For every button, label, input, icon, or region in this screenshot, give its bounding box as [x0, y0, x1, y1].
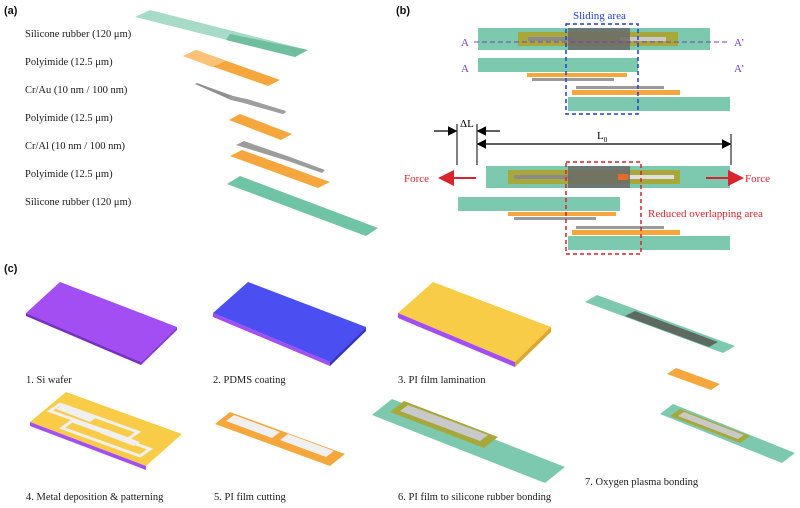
- reduced-overlap-box: [565, 161, 642, 255]
- step-5-pi-cut: [215, 412, 345, 466]
- step-7-upper: [585, 295, 735, 390]
- top-metal-strip-2: [576, 86, 664, 89]
- top-silicone-lower: [478, 58, 638, 72]
- layer-cr-al: [236, 141, 325, 173]
- top-overlap-zone: [568, 28, 630, 50]
- metal-pi-edge: [30, 422, 146, 470]
- metal-pattern-1: [46, 402, 142, 441]
- s7-electrode-bottom: [678, 412, 744, 439]
- str-metal-strip: [514, 217, 596, 220]
- delta-l-label: ΔL: [460, 118, 474, 130]
- layer-polyimide-1-highlight: [183, 50, 226, 67]
- layer-label-4: Polyimide (12.5 μm): [25, 113, 113, 124]
- top-pi-strip-2: [572, 90, 680, 95]
- sensor-stretched-state: [458, 166, 730, 250]
- section-label-a-1: A: [461, 37, 469, 49]
- layer-labels: Silicone rubber (120 μm) Polyimide (12.5…: [25, 29, 132, 208]
- section-label-a-prime-1: A’: [734, 37, 744, 49]
- sliding-area-box: [565, 23, 639, 115]
- si-wafer-top: [26, 282, 177, 362]
- step-7-lower: [660, 404, 795, 463]
- pi-film-top: [398, 282, 551, 362]
- si-wafer-edge: [26, 313, 141, 365]
- panel-b: (b) Sliding area A A’ A A’ ΔL: [396, 5, 770, 255]
- panel-b-tag: (b): [396, 5, 410, 17]
- pi-cut-electrode-2: [280, 434, 334, 457]
- force-label-left: Force: [404, 173, 429, 185]
- str-electrode-al: [628, 175, 674, 179]
- step-label-3: 3. PI film lamination: [398, 375, 486, 386]
- step-2-pdms: [213, 282, 366, 366]
- l0-subscript: 0: [604, 136, 608, 144]
- top-silicone-base: [568, 97, 730, 111]
- pdms-edge: [213, 313, 330, 366]
- str-silicone-base: [568, 236, 730, 250]
- step-label-6: 6. PI film to silicone rubber bonding: [398, 492, 552, 503]
- l0-main: L: [597, 130, 604, 142]
- pi-film-edge-r: [515, 327, 551, 367]
- step-label-7: 7. Oxygen plasma bonding: [585, 477, 699, 488]
- panel-a: (a) Silicone rubber (120 μm) Polyimide (…: [4, 5, 378, 236]
- str-electrode-au: [514, 175, 572, 179]
- metal-pattern-fill-2: [100, 429, 140, 446]
- step-label-1: 1. Si wafer: [26, 375, 72, 386]
- step-3-pi-film: [398, 282, 551, 367]
- panel-c-tag: (c): [4, 263, 18, 275]
- metal-pattern-2: [58, 419, 154, 458]
- si-wafer-edge-r: [141, 327, 177, 365]
- step-label-2: 2. PDMS coating: [213, 375, 286, 386]
- s6-electrode: [400, 405, 488, 441]
- layer-label-6: Polyimide (12.5 μm): [25, 169, 113, 180]
- l0-label: L0: [597, 130, 608, 144]
- pdms-edge-r: [330, 327, 366, 366]
- section-label-a-prime-2: A’: [734, 63, 744, 75]
- layer-cr-au-head: [229, 96, 286, 114]
- s7-pi-strip: [667, 368, 720, 390]
- layer-label-2: Polyimide (12.5 μm): [25, 57, 113, 68]
- str-pi-strip-1: [508, 212, 616, 216]
- str-metal-strip-2: [576, 226, 664, 229]
- pi-cut-electrode-1: [226, 415, 280, 438]
- layer-silicone-bottom: [227, 176, 378, 236]
- str-silicone-lower: [458, 197, 620, 211]
- pi-film-edge: [398, 313, 515, 367]
- layer-silicone-top-shade: [226, 34, 308, 57]
- metal-pattern-fill-1: [56, 405, 96, 422]
- panel-c: (c) 1. Si wafer 2. PDMS coating 3. PI fi…: [4, 263, 795, 503]
- sensor-top-state: [478, 28, 730, 111]
- step-4-metal: [30, 392, 182, 470]
- step-label-5: 5. PI film cutting: [214, 492, 286, 503]
- layer-label-7: Silicone rubber (120 μm): [25, 197, 132, 208]
- top-electrode-au: [528, 37, 574, 41]
- top-pi-strip-1: [527, 73, 627, 77]
- step-6-bonding: [372, 399, 565, 483]
- layer-label-5: Cr/Al (10 nm / 100 nm): [25, 141, 126, 152]
- s7-gray-overlay: [625, 311, 718, 347]
- step-1-si-wafer: [26, 282, 177, 365]
- layer-label-1: Silicone rubber (120 μm): [25, 29, 132, 40]
- str-overlap-zone: [568, 166, 630, 188]
- layer-label-3: Cr/Au (10 nm / 100 nm): [25, 85, 128, 96]
- layer-polyimide-3: [230, 150, 330, 188]
- force-label-right: Force: [745, 173, 770, 185]
- panel-a-tag: (a): [4, 5, 18, 17]
- str-pi-strip-2: [572, 230, 680, 235]
- top-metal-strip: [532, 78, 614, 81]
- step-label-4: 4. Metal deposition & patterning: [26, 492, 164, 503]
- reduced-overlap-label: Reduced overlapping area: [648, 208, 763, 220]
- section-label-a-2: A: [461, 63, 469, 75]
- top-electrode-al: [620, 37, 666, 41]
- sliding-area-label: Sliding area: [573, 10, 626, 22]
- str-overlap-edge: [618, 174, 628, 180]
- layer-polyimide-2: [229, 114, 292, 140]
- pdms-top: [213, 282, 366, 362]
